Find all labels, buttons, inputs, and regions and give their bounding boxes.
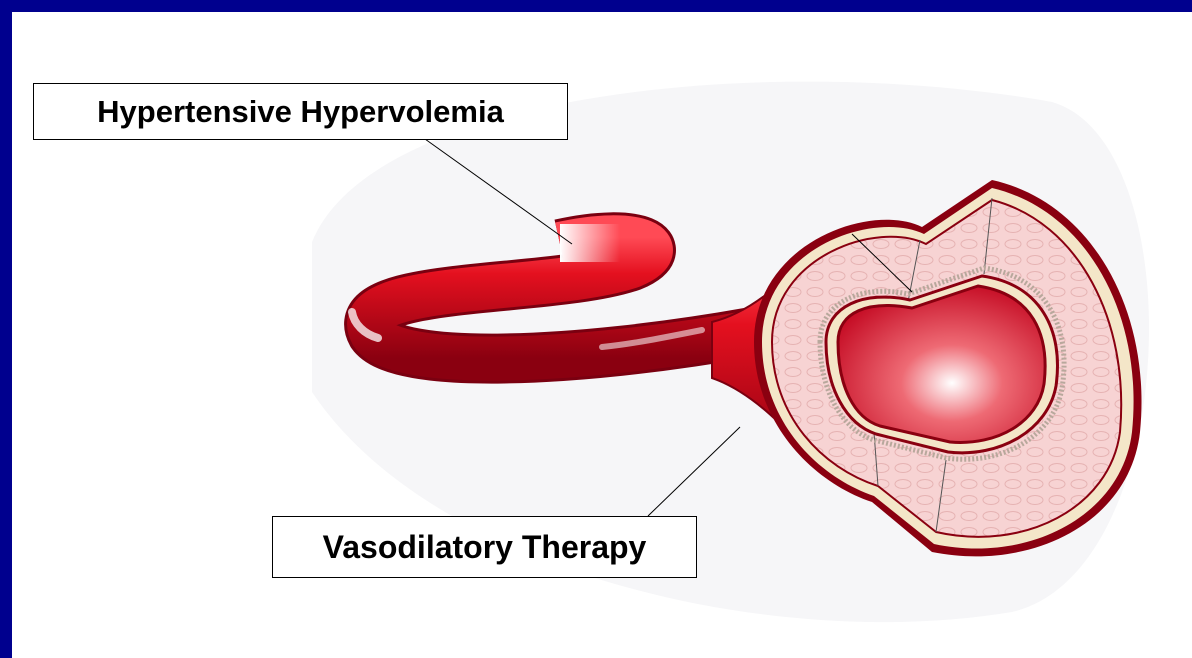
- label-hypertensive-hypervolemia: Hypertensive Hypervolemia: [33, 83, 568, 140]
- slide-canvas: Hypertensive Hypervolemia Vasodilatory T…: [12, 12, 1192, 658]
- label-vasodilatory-therapy: Vasodilatory Therapy: [272, 516, 697, 578]
